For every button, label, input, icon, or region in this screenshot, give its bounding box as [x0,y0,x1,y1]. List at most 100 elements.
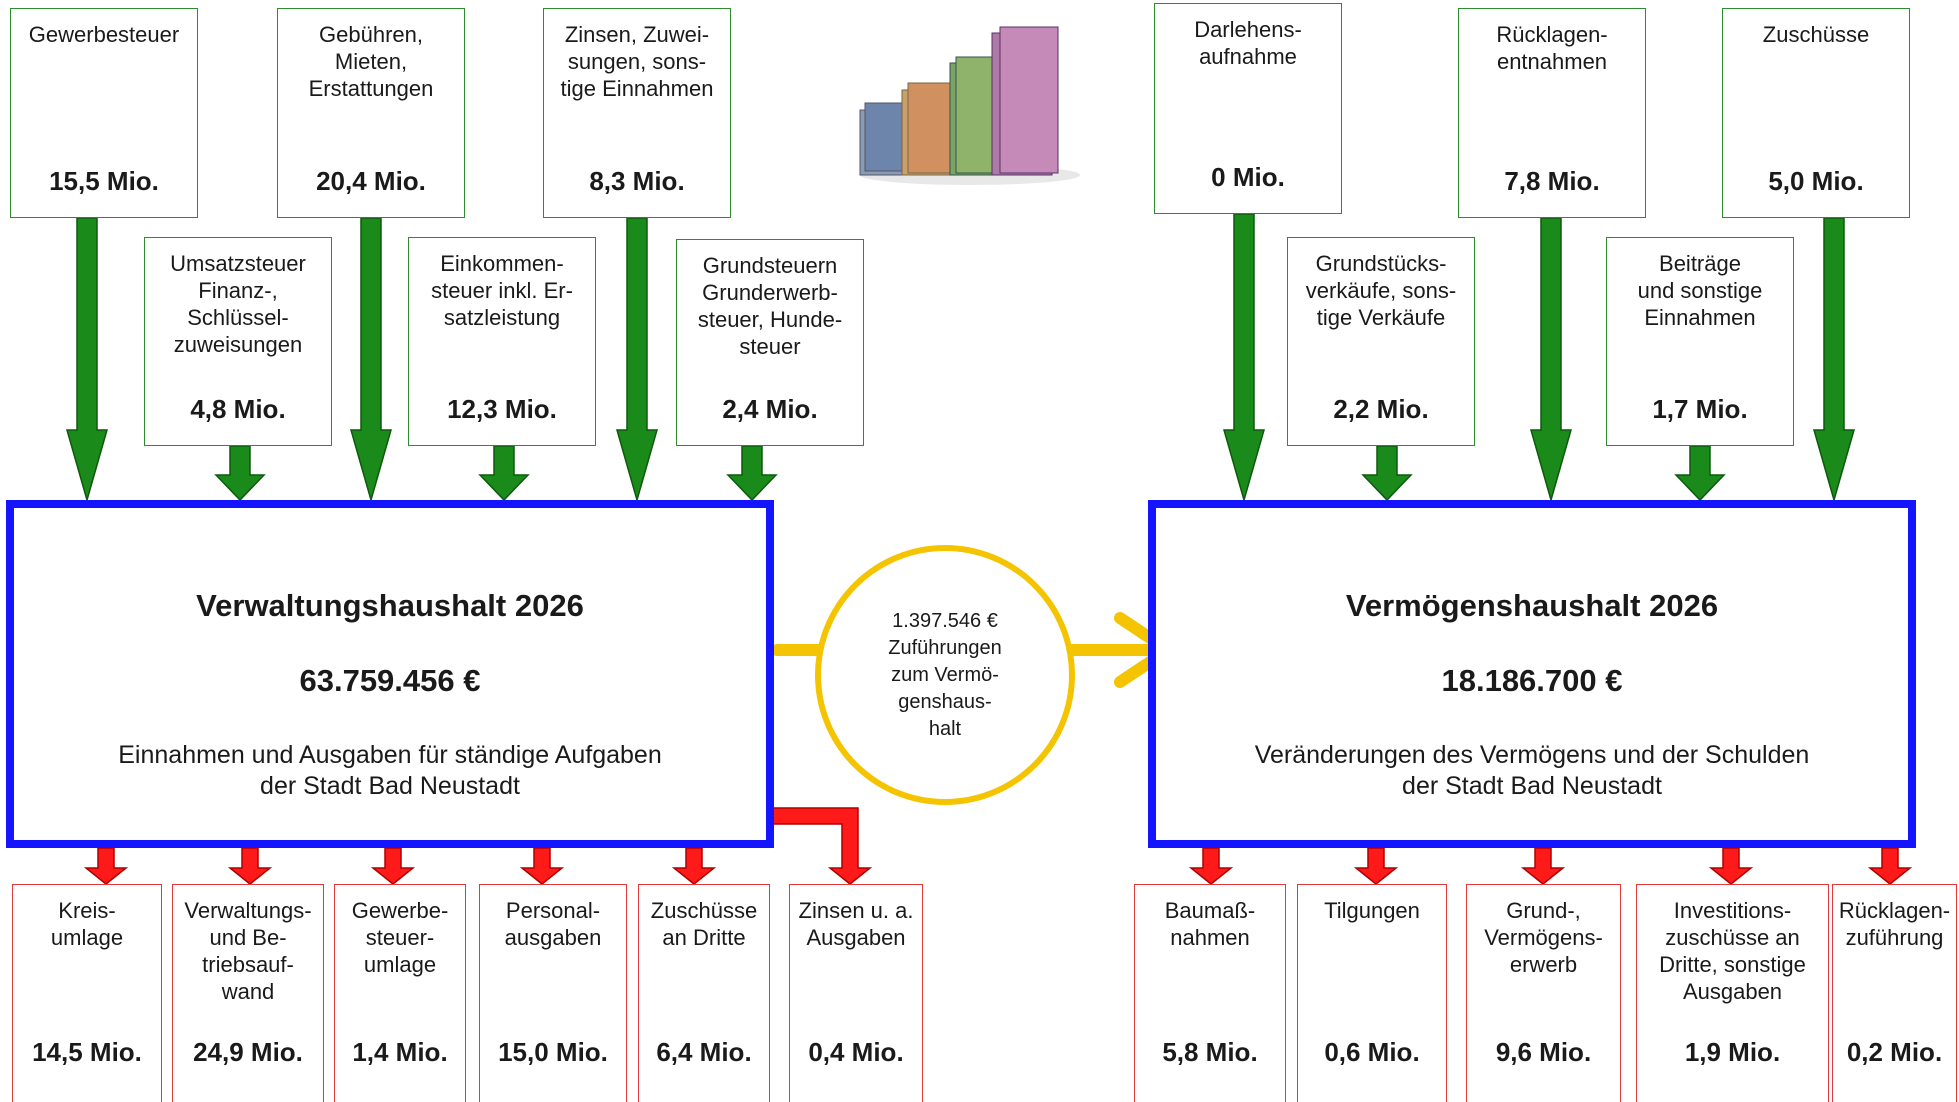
arrow-gewerbesteuer [66,217,108,503]
expense-label: Zinsen u. a. Ausgaben [798,898,914,950]
expense-box-gewerbesteuerumlage: Gewerbe- steuer- umlage 1,4 Mio. [334,884,466,1102]
income-box-ruecklagenentnahmen: Rücklagen- entnahmen 7,8 Mio. [1458,8,1646,218]
income-box-einkommensteuer: Einkommen- steuer inkl. Er- satzleistung… [408,237,596,446]
income-box-darlehensaufnahme: Darlehens- aufnahme 0 Mio. [1154,3,1342,214]
income-amount: 7,8 Mio. [1504,166,1600,196]
income-label: Grundsteuern Grunderwerb- steuer, Hunde-… [697,253,843,359]
expense-amount: 15,0 Mio. [498,1037,608,1067]
arrow-ruecklagenzufuehrung [1867,847,1913,885]
income-amount: 5,0 Mio. [1768,166,1864,196]
arrow-ruecklagen-entnahmen [1530,217,1572,503]
expense-box-investitionszuschuesse: Investitions- zuschüsse an Dritte, sonst… [1636,884,1829,1102]
income-amount: 15,5 Mio. [49,166,159,196]
expense-amount: 0,2 Mio. [1846,1037,1943,1067]
expense-box-tilgungen: Tilgungen 0,6 Mio. [1297,884,1447,1102]
income-arrows-verwaltung [66,217,778,503]
arrow-gebuehren [350,217,392,503]
income-label: Gewerbesteuer [28,22,180,47]
expense-box-personalausgaben: Personal- ausgaben 15,0 Mio. [479,884,627,1102]
expense-box-ruecklagenzufuehrung: Rücklagen- zuführung 0,2 Mio. [1832,884,1957,1102]
arrow-zinsen-ausgaben [772,807,873,885]
expense-amount: 1,4 Mio. [352,1037,448,1067]
income-label: Beiträge und sonstige Einnahmen [1637,251,1763,330]
income-label: Umsatzsteuer Finanz-, Schlüssel- zuweisu… [170,251,306,357]
vermoegenshaushalt-total: 18.186.700 € [1441,663,1623,698]
arrow-einkommensteuer [478,445,530,502]
arrow-personalausgaben [519,847,565,885]
income-amount: 0 Mio. [1211,162,1285,192]
vermoegenshaushalt-box: Vermögenshaushalt 2026 18.186.700 € Verä… [1148,500,1916,848]
expense-amount: 14,5 Mio. [32,1037,142,1067]
expense-label: Rücklagen- zuführung [1838,898,1951,950]
income-amount: 2,4 Mio. [722,394,818,424]
arrow-darlehen [1223,213,1265,503]
expense-label: Investitions- zuschüsse an Dritte, sonst… [1659,898,1806,1004]
zufuehrung-circle: 1.397.546 € Zuführungen zum Vermö- gensh… [815,545,1075,805]
income-label: Zinsen, Zuwei- sungen, sons- tige Einnah… [560,22,714,101]
arrow-tilgungen [1353,847,1399,885]
income-amount: 2,2 Mio. [1333,394,1429,424]
expense-label: Kreis- umlage [50,898,124,950]
vermoegenshaushalt-description: Veränderungen des Vermögens und der Schu… [1254,741,1810,800]
expense-label: Zuschüsse an Dritte [650,898,758,950]
expense-box-kreisumlage: Kreis- umlage 14,5 Mio. [12,884,162,1102]
income-box-zinsen-zuweisungen: Zinsen, Zuwei- sungen, sons- tige Einnah… [543,8,731,218]
income-label: Rücklagen- entnahmen [1496,22,1608,74]
expense-label: Personal- ausgaben [504,898,602,950]
expense-amount: 24,9 Mio. [193,1037,303,1067]
income-label: Gebühren, Mieten, Erstattungen [308,22,434,101]
arrow-verwaltungsaufwand [227,847,273,885]
income-box-grundsteuern: Grundsteuern Grunderwerb- steuer, Hunde-… [676,239,864,446]
verwaltungshaushalt-description: Einnahmen und Ausgaben für ständige Aufg… [118,741,662,800]
arrow-gewerbesteuerumlage [370,847,416,885]
expense-amount: 6,4 Mio. [656,1037,752,1067]
expense-box-vermoegenserwerb: Grund-, Vermögens- erwerb 9,6 Mio. [1466,884,1621,1102]
income-amount: 12,3 Mio. [447,394,557,424]
income-box-gebuehren: Gebühren, Mieten, Erstattungen 20,4 Mio. [277,8,465,218]
income-label: Einkommen- steuer inkl. Er- satzleistung [431,251,573,330]
expense-amount: 0,6 Mio. [1324,1037,1420,1067]
arrow-zinsen-zuweisungen [616,217,658,503]
expense-label: Tilgungen [1324,898,1420,923]
expense-amount: 5,8 Mio. [1162,1037,1258,1067]
expense-box-zuschuesse-dritte: Zuschüsse an Dritte 6,4 Mio. [638,884,770,1102]
expense-label: Baumaß- nahmen [1164,898,1256,950]
expense-label: Verwaltungs- und Be- triebsauf- wand [184,898,312,1004]
income-label: Grundstücks- verkäufe, sons- tige Verkäu… [1305,251,1457,330]
income-box-umsatzsteuer: Umsatzsteuer Finanz-, Schlüssel- zuweisu… [144,237,332,446]
expense-amount: 1,9 Mio. [1684,1037,1781,1067]
arrow-umsatzsteuer [214,445,266,502]
arrow-investitionszuschuesse [1708,847,1754,885]
expense-amount: 9,6 Mio. [1495,1037,1592,1067]
vermoegenshaushalt-title: Vermögenshaushalt 2026 [1345,588,1719,623]
expense-box-zinsen-ausgaben: Zinsen u. a. Ausgaben 0,4 Mio. [789,884,923,1102]
income-box-gewerbesteuer: Gewerbesteuer 15,5 Mio. [10,8,198,218]
expense-arrows-verwaltung [83,807,873,885]
income-arrows-vermoegen [1223,213,1855,503]
expense-amount: 0,4 Mio. [808,1037,904,1067]
income-box-grundstuecksverkaeufe: Grundstücks- verkäufe, sons- tige Verkäu… [1287,237,1475,446]
expense-box-verwaltungsaufwand: Verwaltungs- und Be- triebsauf- wand 24,… [172,884,324,1102]
arrow-zuschuesse-dritte [671,847,717,885]
expense-label: Gewerbe- steuer- umlage [351,898,449,977]
arrow-kreisumlage [83,847,129,885]
income-box-beitraege: Beiträge und sonstige Einnahmen 1,7 Mio. [1606,237,1794,446]
expense-arrows-vermoegen [1188,847,1913,885]
income-box-zuschuesse: Zuschüsse 5,0 Mio. [1722,8,1910,218]
arrow-zuschuesse [1813,217,1855,503]
income-label: Zuschüsse [1762,22,1870,47]
arrow-vermoegenserwerb [1520,847,1566,885]
arrow-beitraege [1674,445,1726,502]
arrow-grundstuecksverkaeufe [1361,445,1413,502]
zufuehrung-text: 1.397.546 € Zuführungen zum Vermö- gensh… [888,609,1002,740]
income-label: Darlehens- aufnahme [1194,17,1302,69]
verwaltungshaushalt-total: 63.759.456 € [299,663,481,698]
euro-banknotes-image [859,26,1080,185]
verwaltungshaushalt-box: Verwaltungshaushalt 2026 63.759.456 € Ei… [6,500,774,848]
income-amount: 8,3 Mio. [589,166,685,196]
income-amount: 1,7 Mio. [1652,394,1748,424]
income-amount: 4,8 Mio. [190,394,286,424]
expense-box-baumassnahmen: Baumaß- nahmen 5,8 Mio. [1134,884,1286,1102]
expense-label: Grund-, Vermögens- erwerb [1484,898,1603,977]
